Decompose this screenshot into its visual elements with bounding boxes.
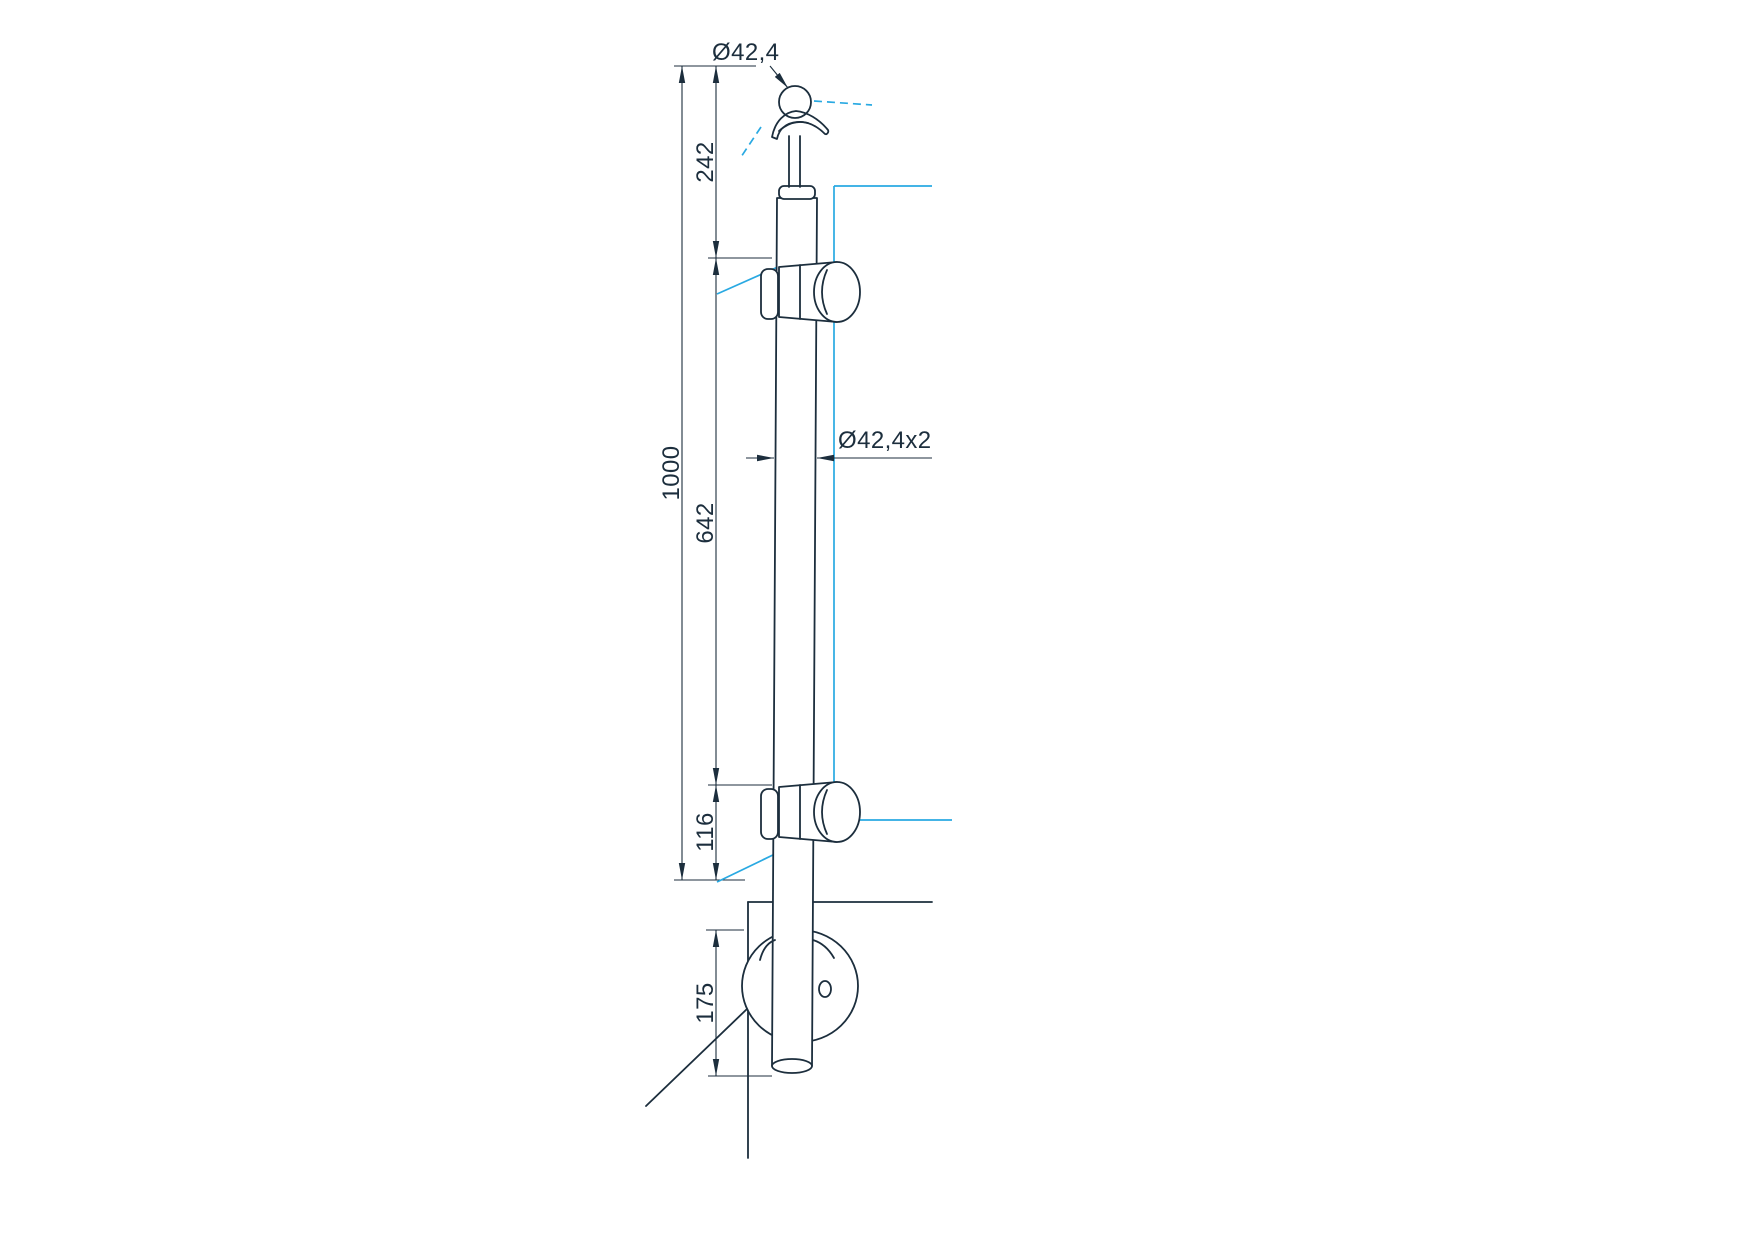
flange-screw-hole [818, 980, 832, 998]
glass-clamp-top [760, 261, 861, 323]
tube-spec-label: Ø42,4x2 [838, 427, 932, 454]
diameter-callouts: Ø42,4 Ø42,4x2 [712, 39, 932, 462]
dimension-labels: 242 1000 642 116 175 [658, 141, 719, 1023]
dim-label-175: 175 [692, 982, 719, 1023]
glass-reference-lines [716, 100, 952, 883]
top-diameter-label: Ø42,4 [712, 39, 779, 66]
dim-label-242: 242 [692, 141, 719, 182]
handrail-section-circle [778, 85, 812, 119]
post-top-adapter [778, 185, 816, 200]
dim-label-116: 116 [692, 812, 719, 851]
glass-diagonal-bottom-line [716, 852, 778, 883]
post-tube [759, 185, 835, 1074]
handrail-axis-dashed-line [813, 100, 873, 106]
flange-collar-right-arc [812, 939, 835, 959]
post-bottom-cap [771, 1058, 813, 1074]
handrail-saddle-assembly [771, 85, 830, 188]
top-diameter-leader [769, 65, 789, 89]
saddle-inner-curve [778, 121, 809, 132]
handrail-saddle [771, 110, 830, 140]
glass-clamp-bottom [760, 781, 861, 843]
wall-diagonal-line [645, 1007, 749, 1107]
handrail-dashed-leader [740, 126, 762, 158]
post-body [771, 197, 818, 1067]
dimension-lines [678, 66, 720, 1076]
dim-label-642: 642 [692, 502, 719, 543]
dim-label-1000: 1000 [658, 446, 685, 501]
extension-lines [674, 65, 772, 1077]
flange-collar-left-arc [759, 939, 776, 961]
